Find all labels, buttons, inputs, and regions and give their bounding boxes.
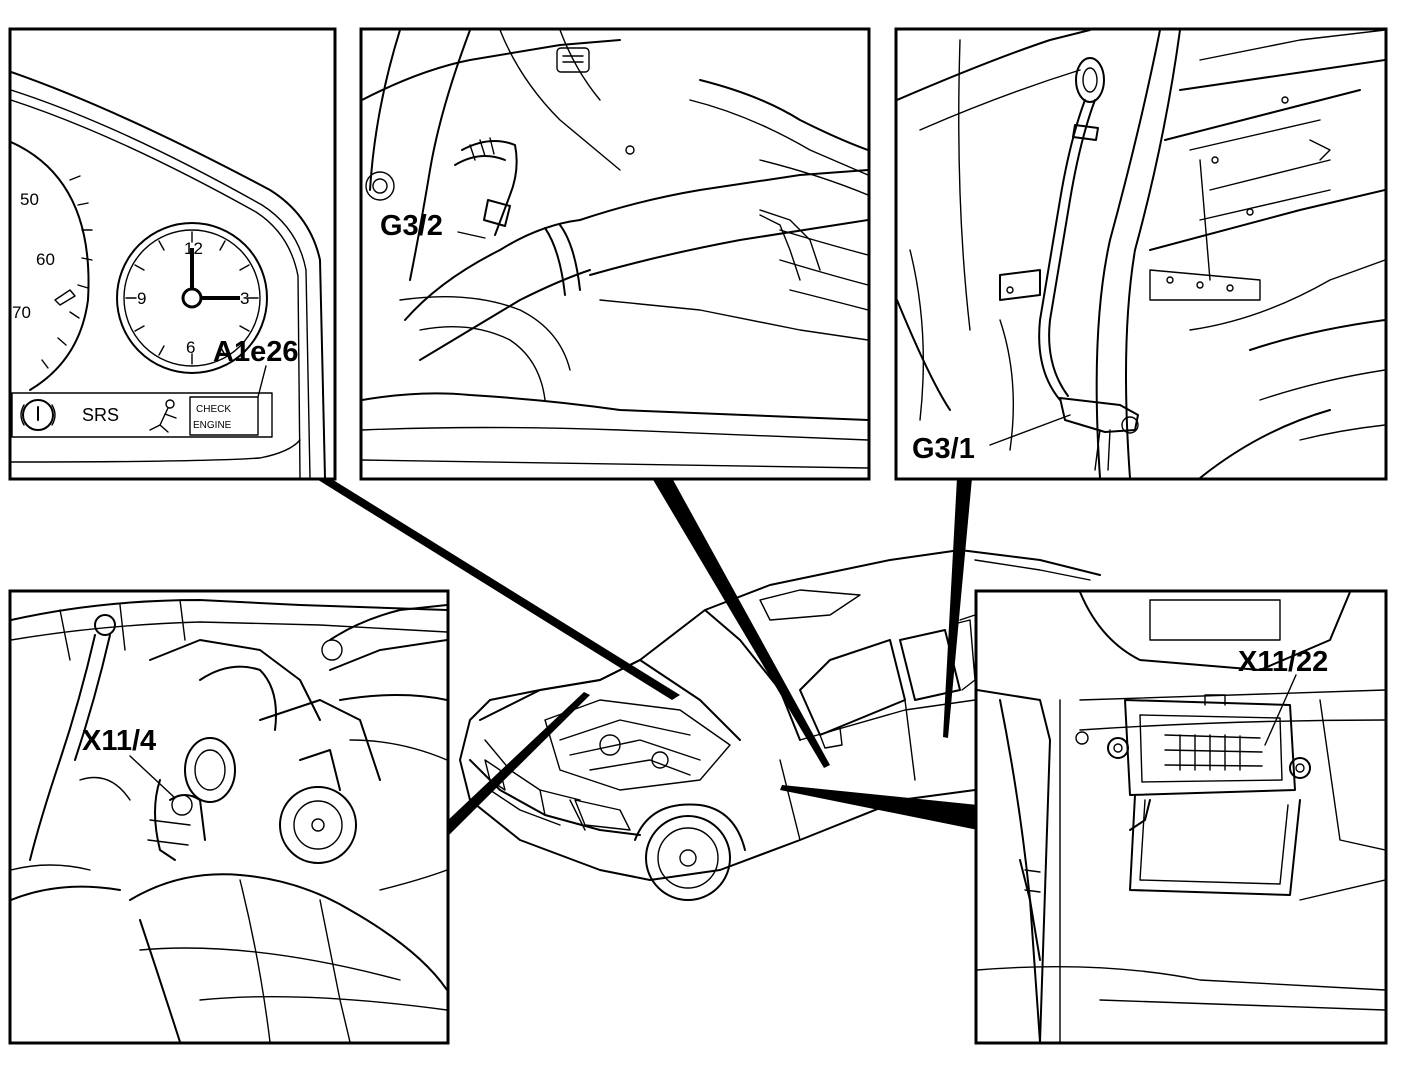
panel-x11-4: X11/4 [8, 589, 450, 1045]
clock-9-label: 9 [137, 289, 146, 308]
callout-a1e26: A1e26 [213, 336, 298, 368]
panel-g3-2: G3/2 [359, 27, 871, 481]
srs-lamp-label: SRS [82, 405, 119, 425]
clock-6-label: 6 [186, 338, 195, 357]
brake-warning-icon [22, 399, 54, 431]
check-engine-line1: CHECK [196, 404, 231, 415]
clock-12-label: 12 [184, 239, 203, 258]
panel-g3-1: G3/1 [894, 27, 1388, 481]
clock-3-label: 3 [240, 289, 249, 308]
car-illustration [459, 549, 1101, 901]
pointer-lines [315, 478, 978, 838]
callout-g3-1: G3/1 [912, 433, 975, 465]
panel-instrument-cluster: 50 60 70 12 3 6 9 [8, 27, 337, 481]
check-engine-line2: ENGINE [193, 420, 232, 431]
connector-pins [1164, 734, 1263, 771]
speed-60-label: 60 [36, 250, 55, 269]
speed-70-label: 70 [12, 303, 31, 322]
callout-g3-2: G3/2 [380, 210, 443, 242]
panel-x11-22: X11/22 [974, 589, 1388, 1045]
callout-x11-4: X11/4 [82, 725, 156, 757]
clock-ticks [125, 231, 259, 365]
callout-x11-22: X11/22 [1238, 646, 1328, 678]
speed-50-label: 50 [20, 190, 39, 209]
airbag-icon [149, 399, 177, 433]
